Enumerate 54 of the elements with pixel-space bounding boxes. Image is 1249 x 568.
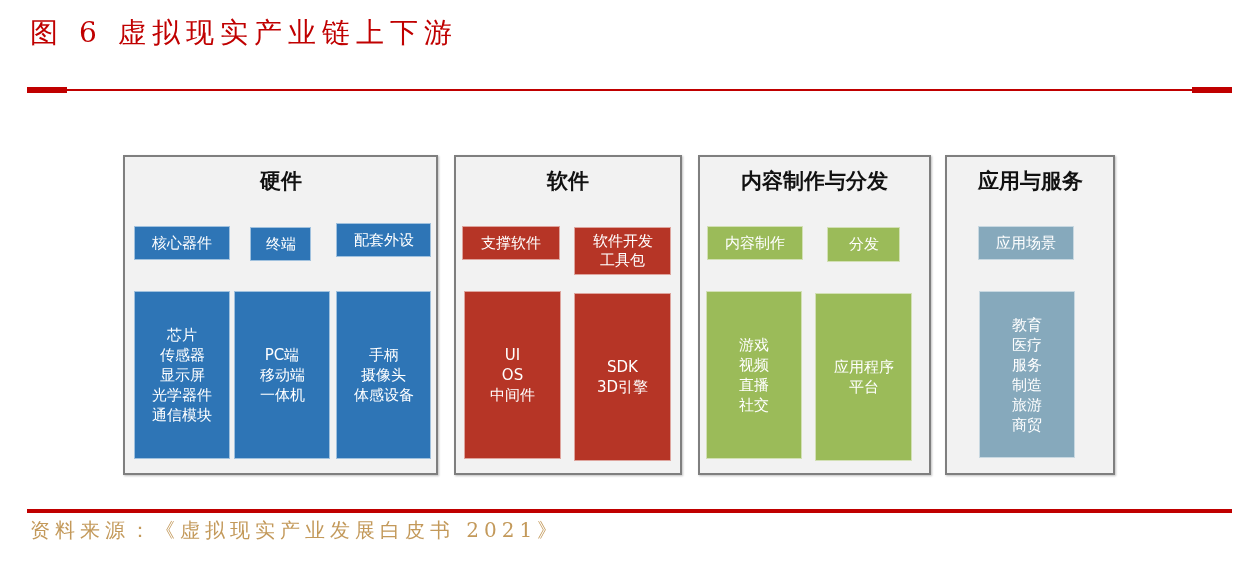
list-item-text: 通信模块: [152, 405, 212, 425]
figure-title: 图 6 虚拟现实产业链上下游: [30, 15, 458, 51]
list-item-text: 移动端: [259, 365, 305, 385]
subcategory-tag: 应用场景: [978, 226, 1074, 260]
source-note: 资料来源：《虚拟现实产业发展白皮书 2021》: [30, 517, 563, 544]
subcategory-tag: 配套外设: [336, 223, 431, 257]
list-item-text: 中间件: [490, 385, 535, 405]
panel-heading: 内容制作与分发: [741, 168, 888, 195]
list-item-text: 显示屏: [159, 365, 205, 385]
panel-heading: 硬件: [259, 168, 302, 195]
list-item-text: 社交: [739, 395, 769, 415]
list-item-text: 芯片: [167, 325, 197, 345]
category-panel: [454, 155, 682, 475]
subcategory-tag: 支撑软件: [462, 226, 560, 260]
list-item-text: 平台: [848, 377, 879, 397]
item-list-box: [336, 291, 431, 459]
panel-heading: 软件: [547, 168, 589, 195]
list-item-text: 医疗: [1012, 334, 1042, 355]
category-panel: [123, 155, 438, 475]
list-item-text: 制造: [1012, 374, 1042, 395]
list-item-text: 传感器: [159, 345, 205, 365]
category-panel: [698, 155, 931, 475]
list-item-text: OS: [501, 365, 524, 385]
item-list-box: [574, 293, 671, 461]
subcategory-tag: 软件开发工具包: [574, 227, 671, 275]
list-item-text: 直播: [739, 375, 769, 395]
item-list-box: [464, 291, 561, 459]
list-item-text: 体感设备: [353, 385, 414, 405]
list-item-text: 手柄: [368, 345, 399, 365]
subcategory-tag: 分发: [827, 227, 900, 262]
list-item-text: 应用程序: [833, 357, 894, 377]
item-list-box: [979, 291, 1075, 458]
list-item-text: SDK: [607, 357, 638, 377]
item-list-box: [134, 291, 230, 459]
list-item-text: 商贸: [1012, 414, 1042, 435]
list-item-text: 光学器件: [152, 385, 212, 405]
list-item-text: 游戏: [739, 335, 769, 355]
category-panel: [945, 155, 1115, 475]
item-list-box: [706, 291, 802, 459]
list-item-text: 一体机: [259, 385, 305, 405]
item-list-box: [815, 293, 912, 461]
panel-heading: 应用与服务: [977, 168, 1083, 195]
list-item-text: 旅游: [1012, 394, 1042, 415]
subcategory-tag: 内容制作: [707, 226, 803, 260]
subcategory-tag: 终端: [250, 227, 311, 261]
subcategory-tag: 核心器件: [134, 226, 230, 260]
list-item-text: 3D引擎: [596, 377, 649, 397]
list-item-text: 摄像头: [361, 365, 406, 385]
list-item-text: PC端: [264, 345, 300, 365]
list-item-text: 教育: [1012, 314, 1042, 335]
list-item-text: 视频: [739, 355, 769, 375]
item-list-box: [234, 291, 330, 459]
list-item-text: UI: [504, 345, 521, 365]
list-item-text: 服务: [1012, 354, 1042, 375]
